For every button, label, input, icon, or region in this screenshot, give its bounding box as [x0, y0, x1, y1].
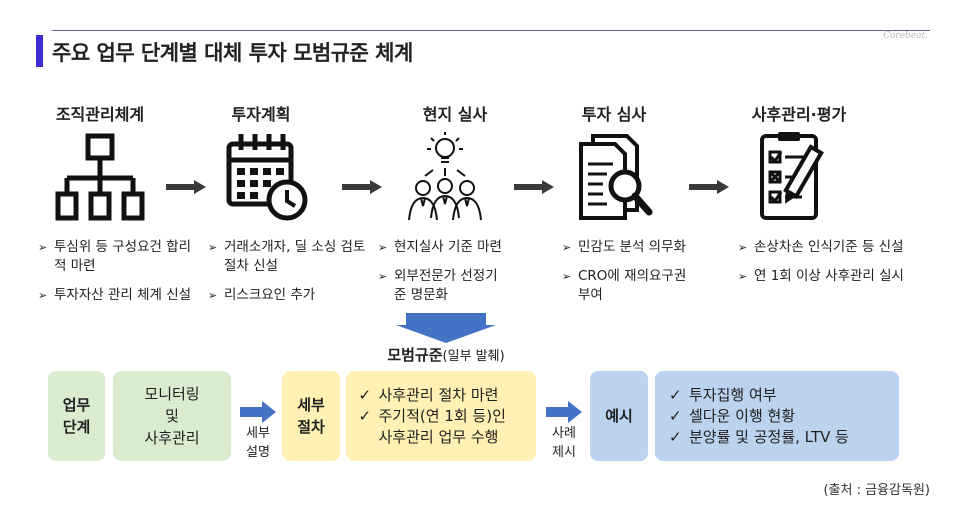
list-item: CRO에 재의요구권 부여 — [562, 267, 702, 305]
stage-title-plan: 투자계획 — [231, 105, 291, 124]
list-item: 손상차손 인식기준 등 신설 — [738, 238, 918, 257]
list-item: 연 1회 이상 사후관리 실시 — [738, 267, 918, 286]
stage-title-org: 조직관리체계 — [55, 105, 145, 124]
stage-title-post: 사후관리·평가 — [751, 105, 847, 124]
stage-bullets-plan: 거래소개자, 딜 소싱 검토절차 신설 리스크요인 추가 — [208, 238, 373, 315]
example-label-box: 예시 — [590, 371, 648, 461]
list-item: 셀다운 이행 현황 — [669, 406, 849, 427]
down-arrow-icon — [396, 313, 496, 343]
stage-bullets-post: 손상차손 인식기준 등 신설 연 1회 이상 사후관리 실시 — [738, 238, 918, 296]
example-items-box: 투자집행 여부 셀다운 이행 현황 분양률 및 공정률, LTV 등 — [655, 371, 899, 461]
list-item: 현지실사 기준 마련 — [378, 238, 548, 257]
list-item: 투심위 등 구성요건 합리적 마련 — [38, 238, 198, 276]
brand-logo: Corebeat. — [883, 31, 928, 41]
team-idea-icon — [408, 132, 482, 221]
model-title: 모범규준(일부 발췌) — [346, 344, 546, 365]
org-chart-icon — [55, 133, 145, 221]
example-checklist: 투자집행 여부 셀다운 이행 현황 분양률 및 공정률, LTV 등 — [669, 385, 849, 448]
detail-label-box: 세부 절차 — [282, 371, 340, 461]
list-item: 투자자산 관리 체계 신설 — [38, 286, 198, 305]
stage-bullets-site: 현지실사 기준 마련 외부전문가 선정기준 명문화 — [378, 238, 548, 315]
arrow-label-example: 사례 제시 — [552, 426, 576, 460]
page-title: 주요 업무 단계별 대체 투자 모범규준 체계 — [52, 41, 413, 65]
list-item: 투자집행 여부 — [669, 385, 849, 406]
list-item: 리스크요인 추가 — [208, 286, 373, 305]
title-accent-bar — [36, 35, 43, 67]
stage-value-box: 모니터링 및 사후관리 — [113, 371, 231, 461]
list-item: 외부전문가 선정기준 명문화 — [378, 267, 508, 305]
source-note: (출처 : 금융감독원) — [823, 483, 930, 498]
calendar-clock-icon — [226, 134, 308, 221]
list-item: 주기적(연 1회 등)인 사후관리 업무 수행 — [359, 406, 524, 448]
stage-bullets-org: 투심위 등 구성요건 합리적 마련 투자자산 관리 체계 신설 — [38, 238, 198, 315]
arrow-right-icon — [689, 180, 729, 194]
checklist-icon — [760, 132, 824, 220]
document-search-icon — [579, 134, 653, 220]
model-title-sub: (일부 발췌) — [442, 349, 505, 364]
detail-checklist: 사후관리 절차 마련 주기적(연 1회 등)인 사후관리 업무 수행 — [359, 385, 524, 448]
stage-title-review: 투자 심사 — [581, 105, 647, 124]
arrow-right-icon — [166, 180, 206, 194]
list-item: 민감도 분석 의무화 — [562, 238, 722, 257]
list-item: 분양률 및 공정률, LTV 등 — [669, 427, 849, 448]
stage-title-site: 현지 실사 — [422, 105, 488, 124]
stage-bullets-review: 민감도 분석 의무화 CRO에 재의요구권 부여 — [562, 238, 722, 315]
arrow-right-icon — [514, 180, 554, 194]
detail-items-box: 사후관리 절차 마련 주기적(연 1회 등)인 사후관리 업무 수행 — [346, 371, 536, 461]
list-item: 사후관리 절차 마련 — [359, 385, 524, 406]
stage-label-box: 업무 단계 — [48, 371, 105, 461]
list-item: 거래소개자, 딜 소싱 검토절차 신설 — [208, 238, 373, 276]
model-title-main: 모범규준 — [387, 346, 443, 364]
arrow-label-detail: 세부 설명 — [246, 426, 270, 460]
arrow-right-icon — [342, 180, 382, 194]
arrow-right-icon — [240, 401, 276, 423]
arrow-right-icon — [546, 401, 582, 423]
top-rule — [52, 30, 930, 31]
